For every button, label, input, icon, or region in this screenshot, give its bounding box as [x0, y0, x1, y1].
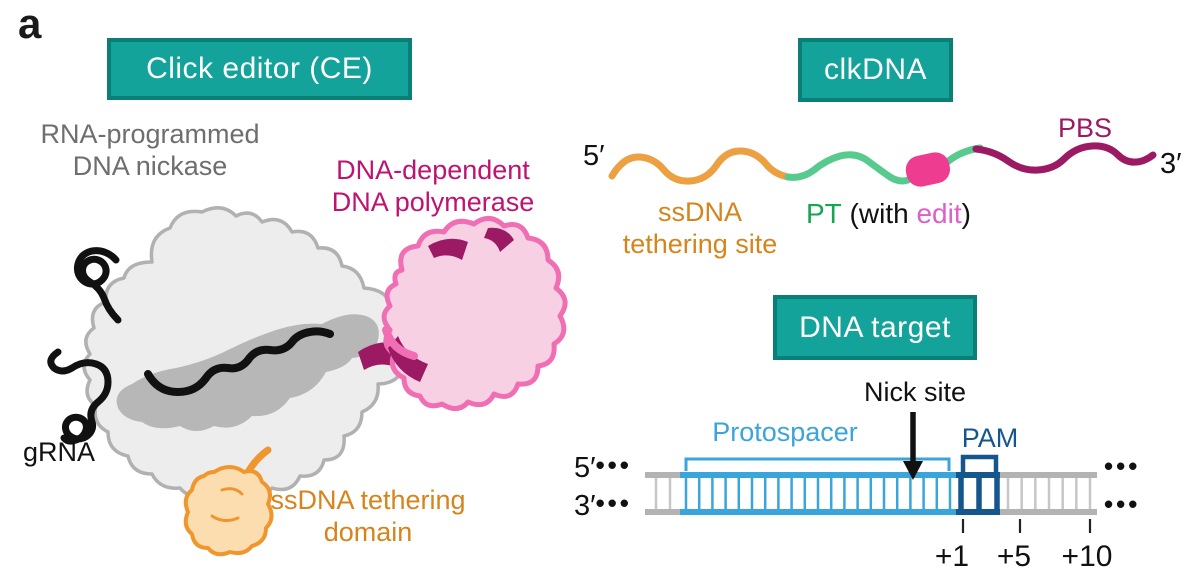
grna-squiggle-upper [73, 247, 122, 324]
right-dots-bottom: ••• [1104, 489, 1141, 519]
pt-with-edit-label: PT (with edit ) [806, 198, 971, 230]
rungs-pam [958, 475, 1000, 512]
internal-dna-squiggle [144, 327, 334, 397]
polymerase-label: DNA-dependent DNA polymerase [331, 155, 535, 217]
left-dots-bottom: ••• [595, 488, 632, 518]
grna-label: gRNA [22, 437, 96, 467]
clkdna-five-prime-label: 5′ [583, 140, 605, 172]
click-editor-title: Click editor (CE) [146, 52, 373, 85]
protospacer-label: Protospacer [712, 417, 858, 447]
grna-squiggle-lower [47, 348, 112, 445]
clkdna-strand [608, 142, 1157, 187]
dna-target-title-box: DNA target [773, 295, 977, 360]
tethering-domain-label: ssDNA tethering domain [270, 485, 466, 547]
dna-target-ladder [645, 412, 1097, 533]
pt-mid-text: (with [841, 198, 917, 229]
pam-label: PAM [961, 423, 1019, 453]
nickase-inner-region [116, 314, 379, 431]
pbs-label: PBS [1057, 113, 1113, 143]
edit-label: edit [916, 198, 962, 229]
bottom-strand-left-label: 3′••• [574, 488, 632, 523]
rungs-left-gray [654, 478, 672, 509]
clkdna-title: clkDNA [823, 53, 927, 86]
pam-bracket [960, 454, 999, 474]
nickase-label: RNA-programmed DNA nickase [40, 119, 260, 181]
tethering-site-segment [608, 147, 792, 185]
pt-end-text: ) [961, 198, 971, 229]
clkdna-three-prime-label: 3′ [1160, 148, 1182, 180]
tether-domain-detail [210, 487, 244, 523]
position-label-plus10: +10 [1061, 540, 1113, 573]
position-ticks [961, 519, 1092, 533]
tether-domain-blob [183, 465, 274, 557]
rungs-protospacer [684, 478, 952, 509]
ladder-five-prime-label: 5′ [574, 452, 596, 484]
right-dots-top: ••• [1104, 451, 1141, 481]
ladder-three-prime-label: 3′ [574, 490, 596, 522]
pbs-segment [972, 142, 1157, 174]
clkdna-title-box: clkDNA [798, 38, 953, 102]
left-dots-top: ••• [595, 450, 632, 480]
dna-target-title: DNA target [799, 310, 951, 344]
polymerase-pink-curl [382, 326, 418, 360]
polymerase-accent-topright [484, 227, 514, 252]
position-label-plus5: +5 [996, 540, 1032, 573]
top-strand-left-label: 5′••• [574, 450, 632, 485]
nick-arrow [903, 412, 923, 480]
polymerase-accent-top [428, 238, 468, 260]
click-editor-cartoon [47, 206, 568, 557]
rungs-right-gray [1006, 478, 1092, 509]
edit-blob [905, 152, 951, 187]
polymerase-blob [381, 216, 568, 411]
panel-label: a [18, 0, 42, 47]
click-editor-title-box: Click editor (CE) [107, 38, 412, 100]
nick-site-label: Nick site [863, 377, 966, 407]
protospacer-bracket [684, 457, 951, 471]
position-label-plus1: +1 [934, 540, 970, 573]
pt-segment [784, 151, 912, 185]
tethering-site-label: ssDNA tethering site [622, 197, 778, 259]
pt-label: PT [806, 198, 842, 229]
